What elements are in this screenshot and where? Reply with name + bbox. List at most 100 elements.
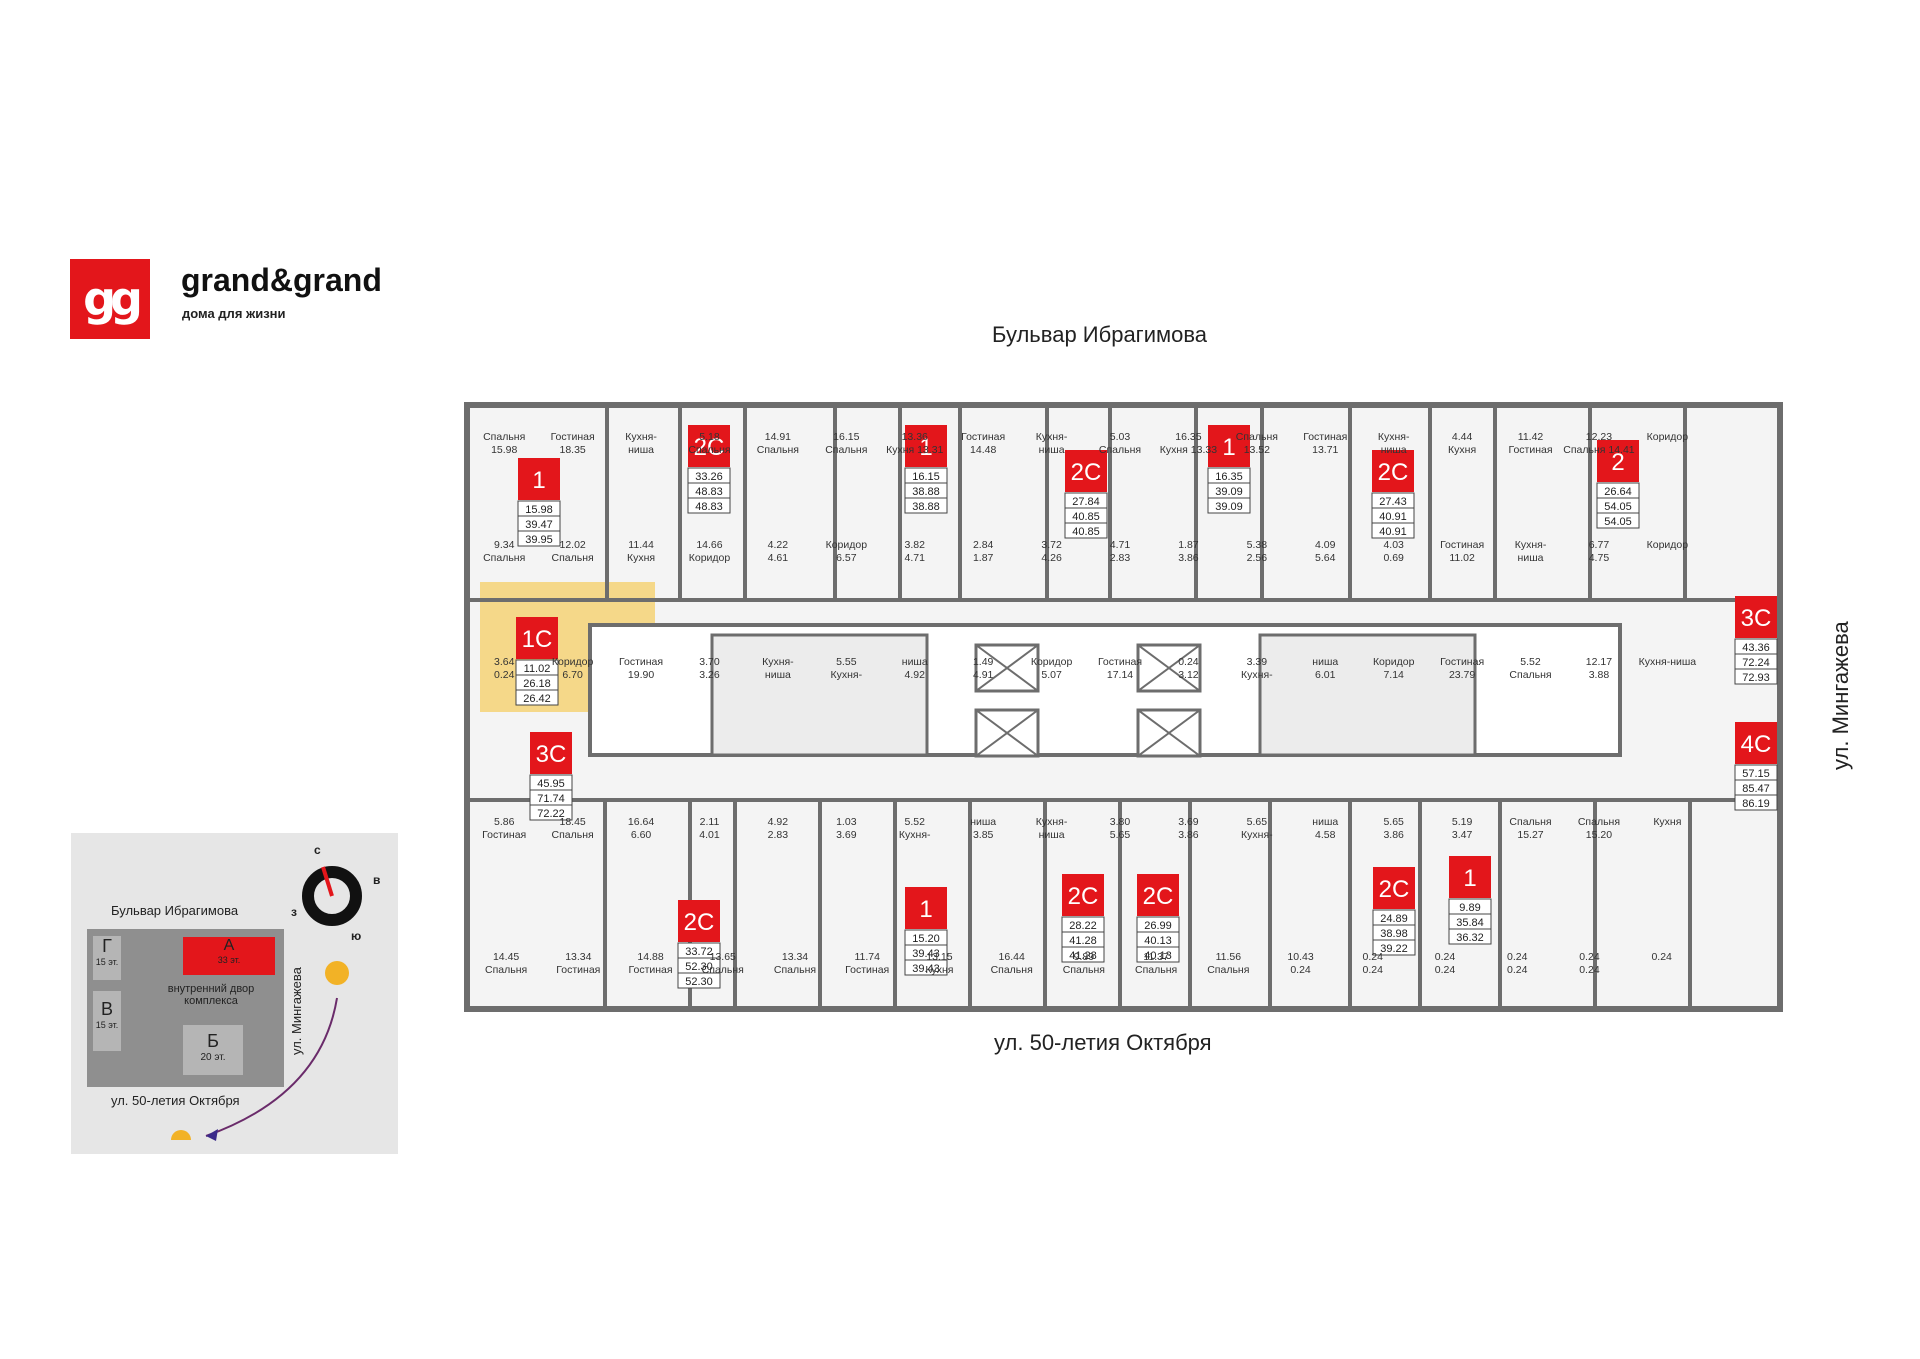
room-label: Кухня- [1036,431,1068,443]
unit-area-box [1207,497,1251,514]
room-label: 2.11 [700,816,720,828]
unit-area-value: 15.20 [912,933,940,945]
room-label: 1.87 [973,552,994,564]
mini-building-a: А 33 эт. [183,937,275,975]
room-label: 23.79 [1449,669,1475,681]
logo: gg [70,259,150,339]
compass-needle-icon [321,866,334,897]
sun-path-arrow-icon [206,1129,218,1141]
room-label: Гостиная [1508,444,1552,456]
unit-type-box [1208,425,1250,467]
room-label: 4.01 [699,829,720,841]
room-label: 4.26 [1041,552,1062,564]
room-label: 19.90 [628,669,654,681]
room-label: Кухня- [762,656,794,668]
unit-area-value: 72.93 [1742,672,1770,684]
unit-area-value: 27.43 [1379,496,1407,508]
mini-building-a-floors: 33 эт. [217,955,241,965]
room-label: 6.01 [1315,669,1336,681]
unit-area-value: 72.22 [537,808,565,820]
unit-area-value: 15.98 [525,504,553,516]
unit-area-value: 16.15 [912,471,940,483]
room-label: Гостиная [845,964,889,976]
room-label: 17.14 [1107,669,1133,681]
unit-area-value: 85.47 [1742,783,1770,795]
room-label: 4.22 [768,539,789,551]
room-label: 3.47 [1452,829,1473,841]
room-label: ниша [1039,829,1065,841]
room-label: 5.52 [905,816,926,828]
room-label: 12.23 [1586,431,1612,443]
unit-area-value: 48.83 [695,501,723,513]
room-label: 16.44 [999,951,1025,963]
unit-type-box [1735,596,1777,638]
room-label: 1.87 [1178,539,1199,551]
compass-sun-path [171,866,362,1141]
unit-type-label: 2С [694,434,725,461]
compass-south: ю [351,929,362,943]
unit-type-box [1373,867,1415,909]
room-label: Гостиная [556,964,600,976]
room-label: 3.70 [699,656,720,668]
unit-type-label: 1 [919,434,932,461]
room-label: Спальня [1099,444,1141,456]
unit-type-box [678,900,720,942]
unit-area-value: 40.13 [1144,935,1172,947]
unit-area-value: 16.35 [1215,471,1243,483]
mini-building-a-letter: А [223,937,235,954]
room-label: 3.64 [494,656,515,668]
room-label: 3.86 [1178,829,1199,841]
room-label: Спальня [1509,816,1551,828]
room-label: 0.24 [1651,951,1672,963]
unit-type-box [905,425,947,467]
room-label: 11.37 [1143,951,1169,963]
mini-courtyard-label: внутренний двор комплекса [167,983,255,1007]
unit-area-value: 27.84 [1072,496,1100,508]
mini-street-top: Бульвар Ибрагимова [111,903,239,918]
unit-area-box [1372,939,1416,956]
unit-type-label: 3С [1741,605,1772,632]
room-label: 16.35 [1175,431,1201,443]
unit-area-value: 39.22 [1380,943,1408,955]
unit-type-label: 1С [522,626,553,653]
room-label: 3.69 [836,829,857,841]
mini-building-g-floors: 15 эт. [95,957,119,967]
room-label: 13.36 [902,431,928,443]
plan-structure [464,402,1783,1012]
room-labels: Спальня15.98Гостиная18.35Кухня-ниша5.18С… [482,431,1696,976]
room-label: Коридор [826,539,868,551]
unit-area-box [1448,928,1492,945]
room-label: 16.64 [628,816,654,828]
room-label: 3.88 [1589,669,1610,681]
room-label: 2.84 [973,539,994,551]
unit-area-value: 38.88 [912,486,940,498]
unit-area-value: 35.84 [1456,917,1484,929]
room-label: 18.35 [559,444,585,456]
room-label: ниша [1039,444,1065,456]
unit-area-box [1136,946,1180,963]
room-label: Спальня [1063,964,1105,976]
room-label: 7.14 [1383,669,1404,681]
unit-type-label: 4С [1741,731,1772,758]
room-label: Кухня- [899,829,931,841]
room-label: 14.45 [493,951,519,963]
unit-area-value: 26.18 [523,678,551,690]
room-label: Кухня- [1241,829,1273,841]
room-label: 4.75 [1589,552,1610,564]
room-label: Спальня [1509,669,1551,681]
room-label: 5.19 [1452,816,1473,828]
unit-area-value: 72.24 [1742,657,1770,669]
unit-area-value: 9.89 [1459,902,1480,914]
unit-type-box [905,887,947,929]
room-label: 11.42 [1518,431,1544,443]
street-label-top: Бульвар Ибрагимова [992,322,1208,347]
room-label: 13.71 [1312,444,1338,456]
unit-area-box [1596,512,1640,529]
unit-area-value: 52.30 [685,976,713,988]
room-label: 11.74 [854,951,880,963]
room-label: 3.69 [1178,816,1199,828]
unit-type-label: 1 [532,467,545,494]
